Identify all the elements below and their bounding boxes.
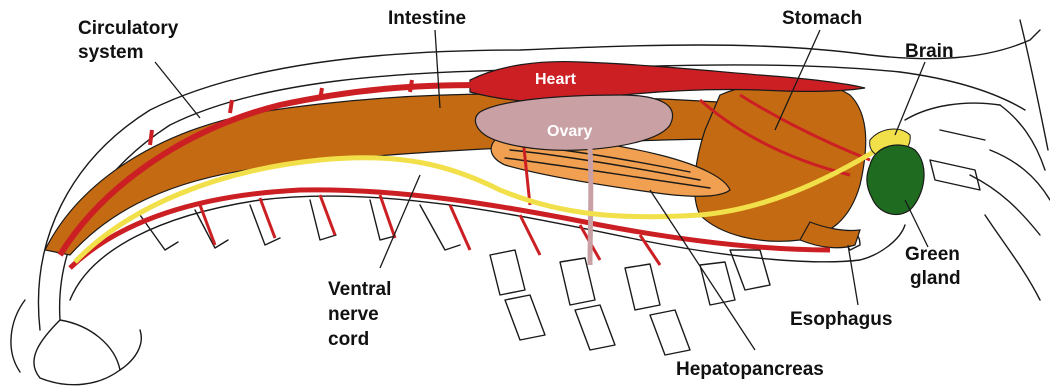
label-ventral-line1: Ventral [328,279,391,300]
stomach-shape [695,81,866,241]
label-hepatopancreas: Hepatopancreas [676,359,824,380]
label-circulatory-line2: system [78,42,144,63]
label-green-gland-line2: gland [910,268,961,289]
label-stomach: Stomach [782,8,862,29]
label-ventral-line3: cord [328,329,369,350]
label-intestine: Intestine [388,8,466,29]
label-circulatory-line1: Circulatory [78,18,179,39]
label-ovary: Ovary [547,123,592,140]
label-brain: Brain [905,41,954,62]
green-gland-shape [867,145,924,214]
label-green-gland-line1: Green [905,244,960,265]
label-ventral-line2: nerve [328,304,379,325]
label-esophagus: Esophagus [790,309,892,330]
label-heart: Heart [535,71,577,88]
